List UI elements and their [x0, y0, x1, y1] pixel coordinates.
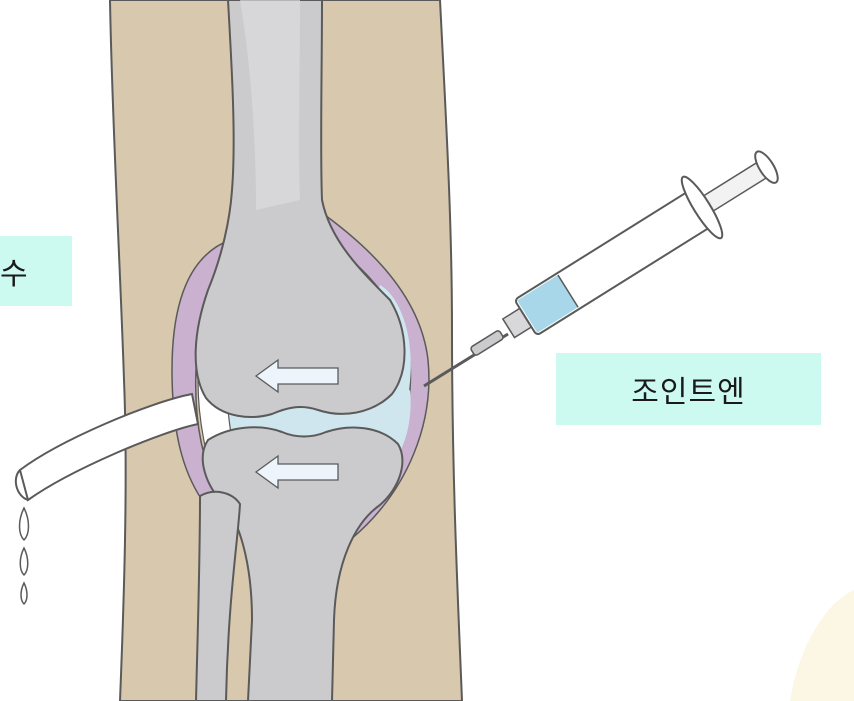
- corner-glow: [790, 590, 854, 701]
- left-label: 수: [0, 236, 72, 306]
- syringe: [490, 133, 792, 359]
- fluid-drops: [20, 508, 29, 604]
- needle-hub: [470, 330, 504, 356]
- right-label: 조인트엔: [556, 353, 821, 425]
- right-label-text: 조인트엔: [631, 367, 745, 411]
- left-label-text: 수: [0, 249, 28, 293]
